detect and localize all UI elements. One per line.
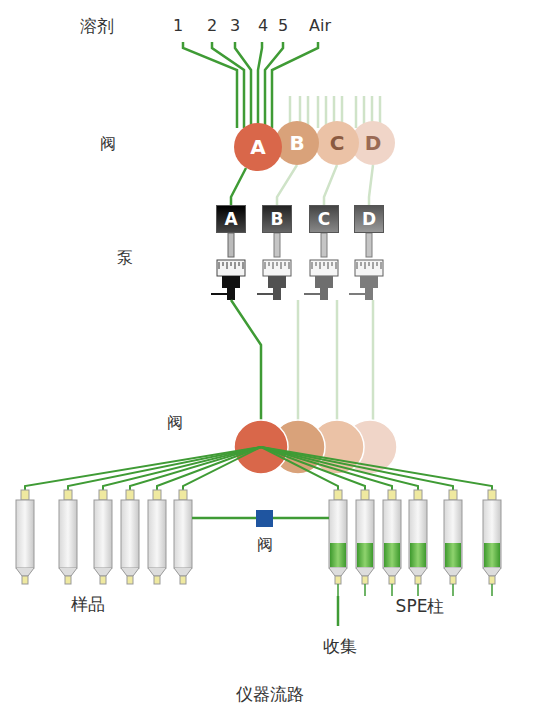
label: 1 xyxy=(173,16,183,35)
pump-head: B xyxy=(262,205,292,233)
node-text: A xyxy=(250,135,265,159)
pump-body xyxy=(257,233,291,300)
node-text: D xyxy=(362,209,376,229)
spe-column xyxy=(356,490,374,596)
label: 2 xyxy=(207,16,217,35)
sample-tube xyxy=(16,490,34,584)
solvent-line xyxy=(265,42,283,128)
sample-tube xyxy=(94,490,112,584)
solvent-line xyxy=(355,96,358,128)
sample-tube xyxy=(148,490,166,584)
label: 收集 xyxy=(323,636,357,656)
node-text: A xyxy=(224,209,237,229)
label: 阀 xyxy=(100,134,116,153)
distribution-line xyxy=(25,447,261,492)
flow-line xyxy=(297,300,300,420)
valve-circle: A xyxy=(234,123,282,171)
sample-tube xyxy=(174,490,192,584)
pump-body xyxy=(349,233,383,300)
label: Air xyxy=(309,16,331,35)
collect-line xyxy=(337,596,340,626)
label: 泵 xyxy=(117,248,133,267)
sample-tube xyxy=(121,490,139,584)
spe-column xyxy=(483,490,501,596)
pump-body xyxy=(304,233,338,300)
caption: 仪器流路 xyxy=(236,684,304,704)
node-text: C xyxy=(330,131,345,155)
label: 5 xyxy=(278,16,288,35)
distribution-line xyxy=(261,447,492,492)
flow-line xyxy=(336,300,339,420)
flow-line xyxy=(372,300,375,420)
flow-connector xyxy=(324,165,337,205)
pump-head: D xyxy=(354,205,384,233)
solvent-line xyxy=(183,42,237,128)
node-text: B xyxy=(271,209,284,229)
label: 样品 xyxy=(71,594,105,614)
distribution-line xyxy=(68,447,261,492)
pump-head: A xyxy=(216,205,246,233)
spe-column xyxy=(383,490,401,596)
distribution-line xyxy=(157,447,261,492)
flow-connector xyxy=(231,168,246,205)
label: 溶剂 xyxy=(80,16,114,36)
switch-valve xyxy=(256,510,273,527)
solvent-line xyxy=(272,42,318,128)
solvent-line xyxy=(317,96,320,128)
flow-connector xyxy=(369,165,373,205)
label: 3 xyxy=(230,16,240,35)
valve-circle: C xyxy=(315,121,359,165)
node-text: C xyxy=(318,209,330,229)
node-text: D xyxy=(365,131,382,155)
distribution-line xyxy=(130,447,261,492)
label: SPE柱 xyxy=(396,596,445,616)
distribution-line xyxy=(103,447,261,492)
distribution-line xyxy=(183,447,261,492)
spe-column xyxy=(409,490,427,596)
label: 阀 xyxy=(167,413,183,432)
solvent-line xyxy=(235,42,251,128)
label: 4 xyxy=(258,16,268,35)
flow-connector xyxy=(277,165,297,205)
sample-tube xyxy=(59,490,77,584)
solvent-line xyxy=(258,42,262,128)
spe-column xyxy=(444,490,462,596)
distribution-line xyxy=(261,447,453,492)
pump-body xyxy=(211,233,245,300)
spe-column xyxy=(329,490,347,596)
label: 阀 xyxy=(257,535,273,554)
pump-head: C xyxy=(309,205,339,233)
node-text: B xyxy=(289,131,304,155)
